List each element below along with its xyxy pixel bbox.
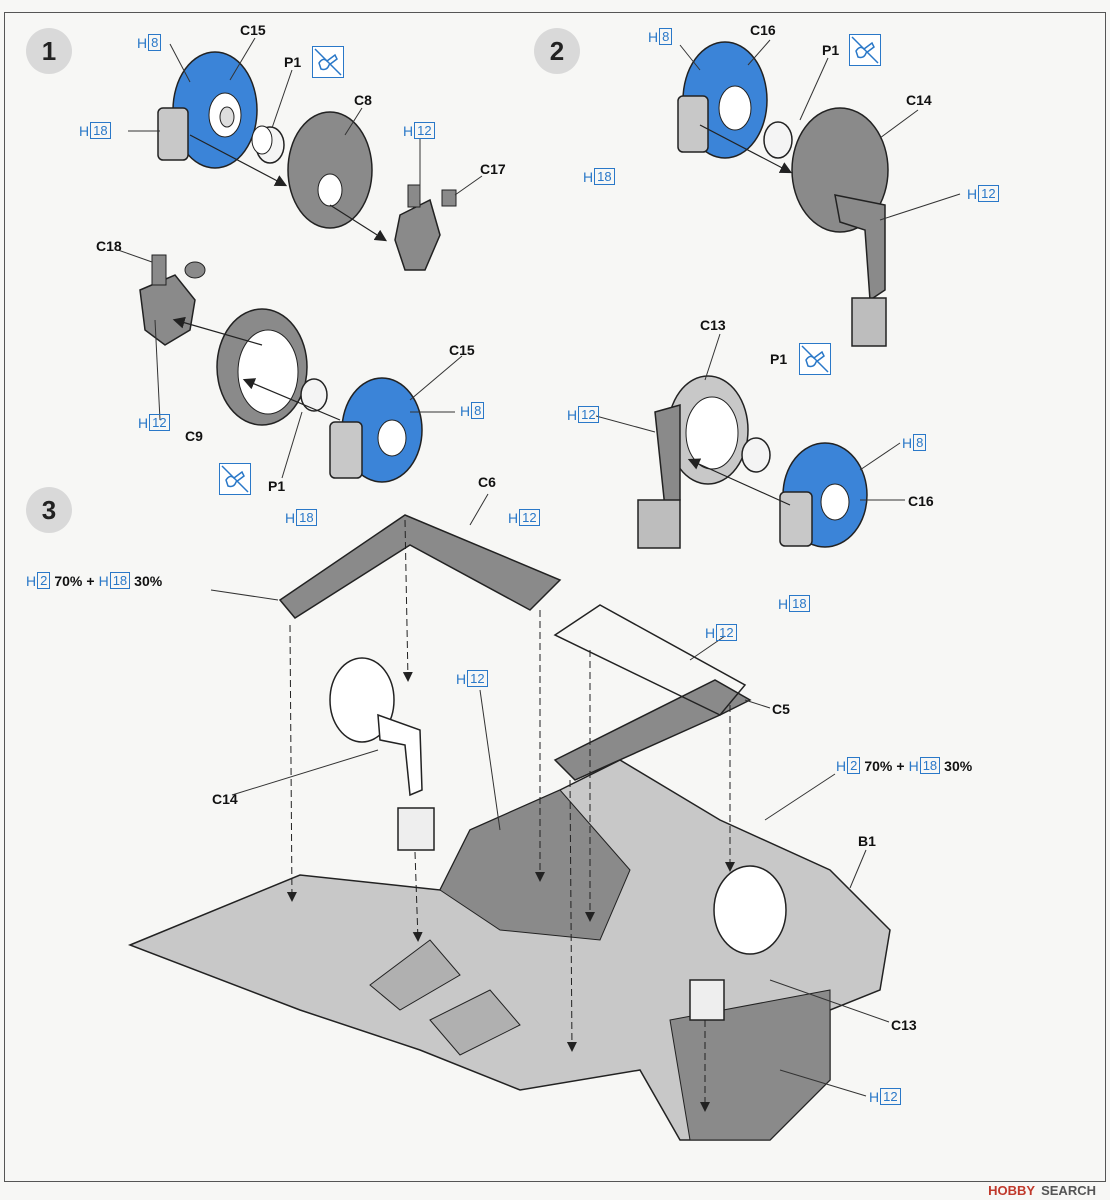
- label-p1: P1: [284, 54, 302, 70]
- label-c16: C16: [750, 22, 776, 38]
- step2-parts: [677, 41, 889, 347]
- label-p1-fourth: P1: [770, 351, 788, 367]
- label-c15: C15: [240, 22, 266, 38]
- label-c14-second: C14: [212, 791, 238, 807]
- label-c13-second: C13: [891, 1017, 917, 1033]
- label-p1-second: P1: [268, 478, 286, 494]
- c18-knuckle-part: [139, 274, 196, 346]
- step-3-badge: 3: [26, 487, 72, 533]
- label-c5: C5: [772, 701, 790, 717]
- step-1-badge: 1: [26, 28, 72, 74]
- c8-disc-part: [287, 111, 373, 229]
- c6-arm-part: [278, 514, 562, 619]
- label-c6: C6: [478, 474, 496, 490]
- no-cement-icon: [219, 463, 251, 495]
- step1-second-assembly: [139, 254, 423, 483]
- step3-assembly: [127, 514, 891, 1141]
- label-c9: C9: [185, 428, 203, 444]
- label-c15-second: C15: [449, 342, 475, 358]
- leader-lines: [117, 37, 961, 1097]
- no-cement-icon: [849, 34, 881, 66]
- label-p1-third: P1: [822, 42, 840, 58]
- label-c13: C13: [700, 317, 726, 333]
- step-2-badge: 2: [534, 28, 580, 74]
- step1-parts: [157, 51, 457, 271]
- label-c16-second: C16: [908, 493, 934, 509]
- sheet-frame: [4, 12, 1106, 1182]
- label-c18: C18: [96, 238, 122, 254]
- label-c14: C14: [906, 92, 932, 108]
- label-b1: B1: [858, 833, 876, 849]
- c17-knuckle-part: [394, 198, 441, 271]
- c5-arm-part: [553, 679, 752, 781]
- brand-logo: HOBBY: [988, 1183, 1036, 1198]
- label-c17: C17: [480, 161, 506, 177]
- watermark: HOBBY SEARCH: [988, 1183, 1096, 1198]
- c13-strut-placed: [713, 865, 787, 955]
- no-cement-icon: [799, 343, 831, 375]
- label-c8: C8: [354, 92, 372, 108]
- no-cement-icon: [312, 46, 344, 78]
- c14-strut-placed: [377, 713, 423, 797]
- step2-second-assembly: [637, 375, 868, 549]
- search-text: SEARCH: [1041, 1183, 1096, 1198]
